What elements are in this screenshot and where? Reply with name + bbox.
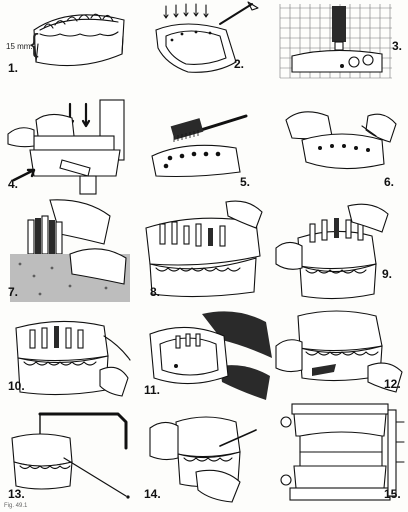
- step-12-number: 12.: [384, 377, 401, 391]
- step-8-number: 8.: [150, 285, 161, 299]
- brush-cleaning-illustration: [151, 114, 248, 178]
- step-11-panel: 11.: [136, 306, 272, 402]
- step-2-number: 2.: [234, 57, 245, 71]
- step-4-panel: 4.: [0, 96, 136, 198]
- step-1-number: 1.: [8, 61, 19, 75]
- height-annotation: 15 mm.: [6, 42, 33, 51]
- step-15-panel: 15.: [272, 402, 408, 506]
- step-14-number: 14.: [144, 487, 161, 501]
- step-15-number: 15.: [384, 487, 401, 501]
- step-13-panel: 13.: [0, 402, 136, 506]
- step-3-panel: 3.: [272, 0, 408, 82]
- step-6-number: 6.: [384, 175, 395, 189]
- step-9-number: 9.: [382, 267, 393, 281]
- figure-caption: Fig. 49.1: [4, 503, 28, 509]
- step-9-panel: 9.: [272, 198, 408, 306]
- saw-cutting-illustration: [11, 412, 130, 499]
- step-5-number: 5.: [240, 175, 251, 189]
- step-2-panel: 2.: [136, 0, 272, 82]
- sleeve-placement-illustration: [275, 203, 389, 300]
- seated-pins-illustration: [145, 200, 263, 298]
- pin-bundle-illustration: [10, 199, 130, 302]
- dental-cast-illustration: [33, 13, 125, 67]
- step-8-panel: 8.: [136, 198, 272, 306]
- pin-insertion-illustration: [285, 111, 397, 170]
- step-12-panel: 12.: [272, 306, 408, 402]
- step-4-number: 4.: [8, 177, 19, 191]
- step-13-number: 13.: [8, 487, 25, 501]
- articulator-illustration: [280, 403, 405, 501]
- tray-separation-illustration: [149, 311, 272, 400]
- step-1-panel: 15 mm. { 1.: [0, 0, 136, 82]
- step-14-panel: 14.: [136, 402, 272, 506]
- step-10-number: 10.: [8, 379, 25, 393]
- drill-press-illustration: [7, 99, 125, 195]
- base-pouring-illustration: [15, 320, 131, 397]
- pin-drilling-illustration: [279, 4, 392, 79]
- step-7-number: 7.: [8, 285, 19, 299]
- bracket-icon: {: [30, 28, 39, 58]
- step-11-number: 11.: [144, 383, 161, 397]
- cast-trimming-illustration: [275, 310, 403, 393]
- step-3-number: 3.: [392, 39, 403, 53]
- step-6-panel: 6.: [272, 96, 408, 198]
- step-7-panel: 7.: [0, 198, 136, 306]
- die-separation-illustration: [149, 416, 257, 503]
- step-5-panel: 5.: [136, 96, 272, 198]
- step-10-panel: 10.: [0, 306, 136, 402]
- impression-tray-illustration: [155, 1, 259, 73]
